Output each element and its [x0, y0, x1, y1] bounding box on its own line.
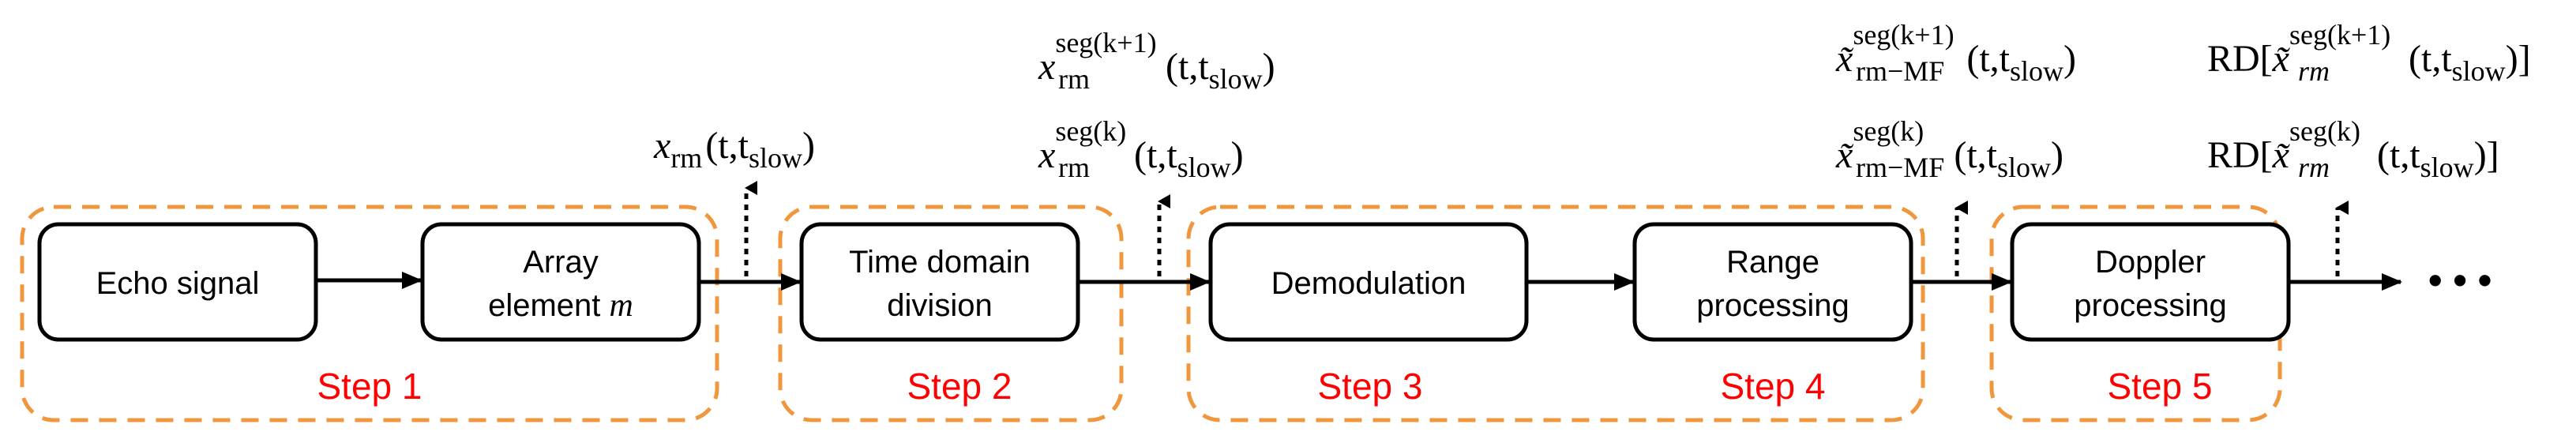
step5-label: Step 5: [2108, 366, 2213, 407]
step3-4-group: [1186, 205, 1925, 422]
step2-group: [778, 205, 1124, 422]
output-label-2-top-rest: rm(t,tslow): [1058, 46, 1275, 95]
output-label-3-top: x̃seg(k+1): [1835, 19, 1955, 80]
continuation-ellipsis: • • •: [2428, 258, 2492, 302]
demodulation-label: Demodulation: [1271, 266, 1466, 301]
range-processing-label-line1: Range: [1726, 245, 1819, 280]
output-label-2-bottom-rest: rm(t,tslow): [1058, 134, 1244, 183]
output-label-1: xrm(t,tslow): [653, 125, 815, 174]
output-label-2-bottom: xseg(k): [1038, 115, 1126, 176]
output-label-4-bottom-rest: rm(t,tslow)]: [2298, 134, 2499, 183]
echo-signal-label: Echo signal: [96, 266, 260, 301]
step2-label: Step 2: [907, 366, 1012, 407]
step1-label: Step 1: [317, 366, 422, 407]
array-element-label-line2: element m: [488, 287, 633, 324]
time-domain-label-line2: division: [887, 288, 992, 323]
step3-label: Step 3: [1318, 366, 1423, 407]
step4-label: Step 4: [1721, 366, 1826, 407]
step1-group: [20, 205, 719, 422]
output-label-2-top: xseg(k+1): [1038, 27, 1157, 88]
output-label-4-top: RD[x̃seg(k+1): [2207, 19, 2390, 80]
output-label-3-bottom: x̃seg(k): [1835, 115, 1924, 176]
output-label-4-bottom: RD[x̃seg(k): [2207, 115, 2360, 176]
doppler-processing-label-line1: Doppler: [2095, 245, 2206, 280]
time-domain-label-line1: Time domain: [849, 245, 1031, 280]
output-label-3-top-rest: rm−MF(t,tslow): [1856, 38, 2076, 87]
output-label-4-top-rest: rm(t,tslow)]: [2298, 38, 2531, 87]
output-label-3-bottom-rest: rm−MF(t,tslow): [1856, 134, 2063, 183]
doppler-processing-label-line2: processing: [2074, 288, 2226, 323]
array-element-label-line1: Array: [523, 245, 599, 280]
range-processing-label-line2: processing: [1696, 288, 1849, 323]
